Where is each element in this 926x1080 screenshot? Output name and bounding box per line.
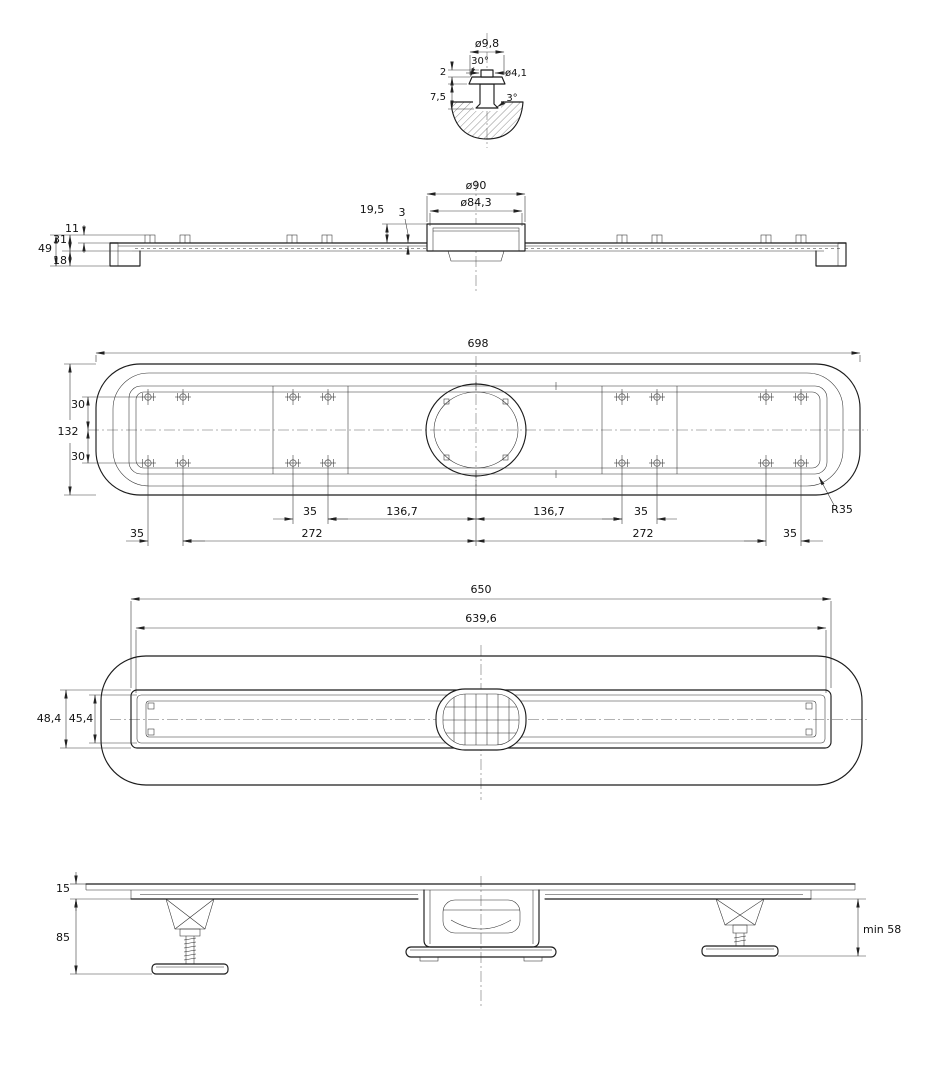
dim-136-7-right: 136,7 — [533, 505, 565, 518]
knob-head — [468, 76, 506, 85]
end-cap-right — [815, 242, 847, 267]
adjustable-foot-right — [701, 898, 779, 957]
adjustable-foot-left — [151, 898, 229, 975]
drain-outlet-plan — [425, 383, 527, 477]
dim-31: 31 — [53, 233, 67, 246]
dim-r35: R35 — [831, 503, 853, 516]
body-plan-view: 698 — [58, 337, 868, 546]
dim-639-6: 639,6 — [465, 612, 497, 625]
knob-cap — [480, 69, 494, 78]
outlet-throat — [447, 250, 505, 262]
dim-dia-84-3: ø84,3 — [460, 196, 491, 209]
dim-dia-4-1: ø4,1 — [505, 68, 527, 79]
grate-outer-flange — [100, 655, 863, 786]
outlet-box — [426, 223, 526, 252]
dim-48-4: 48,4 — [37, 712, 62, 725]
drain-grate — [435, 688, 527, 751]
dim-2: 2 — [440, 67, 446, 78]
dim-angle-3: 3° — [506, 93, 517, 104]
dim-min-58: min 58 — [863, 923, 901, 936]
dim-angle-30: 30° — [471, 56, 489, 67]
dim-3: 3 — [399, 206, 406, 219]
dim-272-right: 272 — [633, 527, 654, 540]
side-section-view: ø90 ø84,3 19,5 3 11 31 18 49 — [38, 179, 847, 292]
body-outer-flange — [95, 363, 861, 496]
dim-85: 85 — [56, 931, 70, 944]
siphon-trap — [405, 889, 557, 962]
knob-stem — [475, 83, 499, 109]
dim-15: 15 — [56, 882, 70, 895]
side-elevation-view: 15 85 min 58 — [56, 872, 901, 1006]
dim-272-left: 272 — [302, 527, 323, 540]
dim-30-top: 30 — [71, 398, 85, 411]
dim-11: 11 — [65, 222, 79, 235]
dim-650: 650 — [471, 583, 492, 596]
grate-plan-view: 650 639,6 — [37, 583, 870, 800]
end-cap-left — [109, 242, 141, 267]
dim-dia-90: ø90 — [466, 179, 487, 192]
dim-136-7-left: 136,7 — [386, 505, 418, 518]
dim-dia-9-8: ø9,8 — [475, 37, 499, 50]
dim-30-bottom: 30 — [71, 450, 85, 463]
knob-detail-view: ø9,8 30° ø4,1 2 7,5 3° — [430, 33, 527, 148]
dim-35-outer-right: 35 — [783, 527, 797, 540]
dim-45-4: 45,4 — [69, 712, 94, 725]
dim-35-inner-left: 35 — [303, 505, 317, 518]
dim-7-5: 7,5 — [430, 92, 446, 103]
dim-49: 49 — [38, 242, 52, 255]
dim-35-inner-right: 35 — [634, 505, 648, 518]
dim-132: 132 — [58, 425, 79, 438]
dim-698: 698 — [468, 337, 489, 350]
dim-35-outer-left: 35 — [130, 527, 144, 540]
dim-18: 18 — [53, 254, 67, 267]
dim-19-5: 19,5 — [360, 203, 385, 216]
